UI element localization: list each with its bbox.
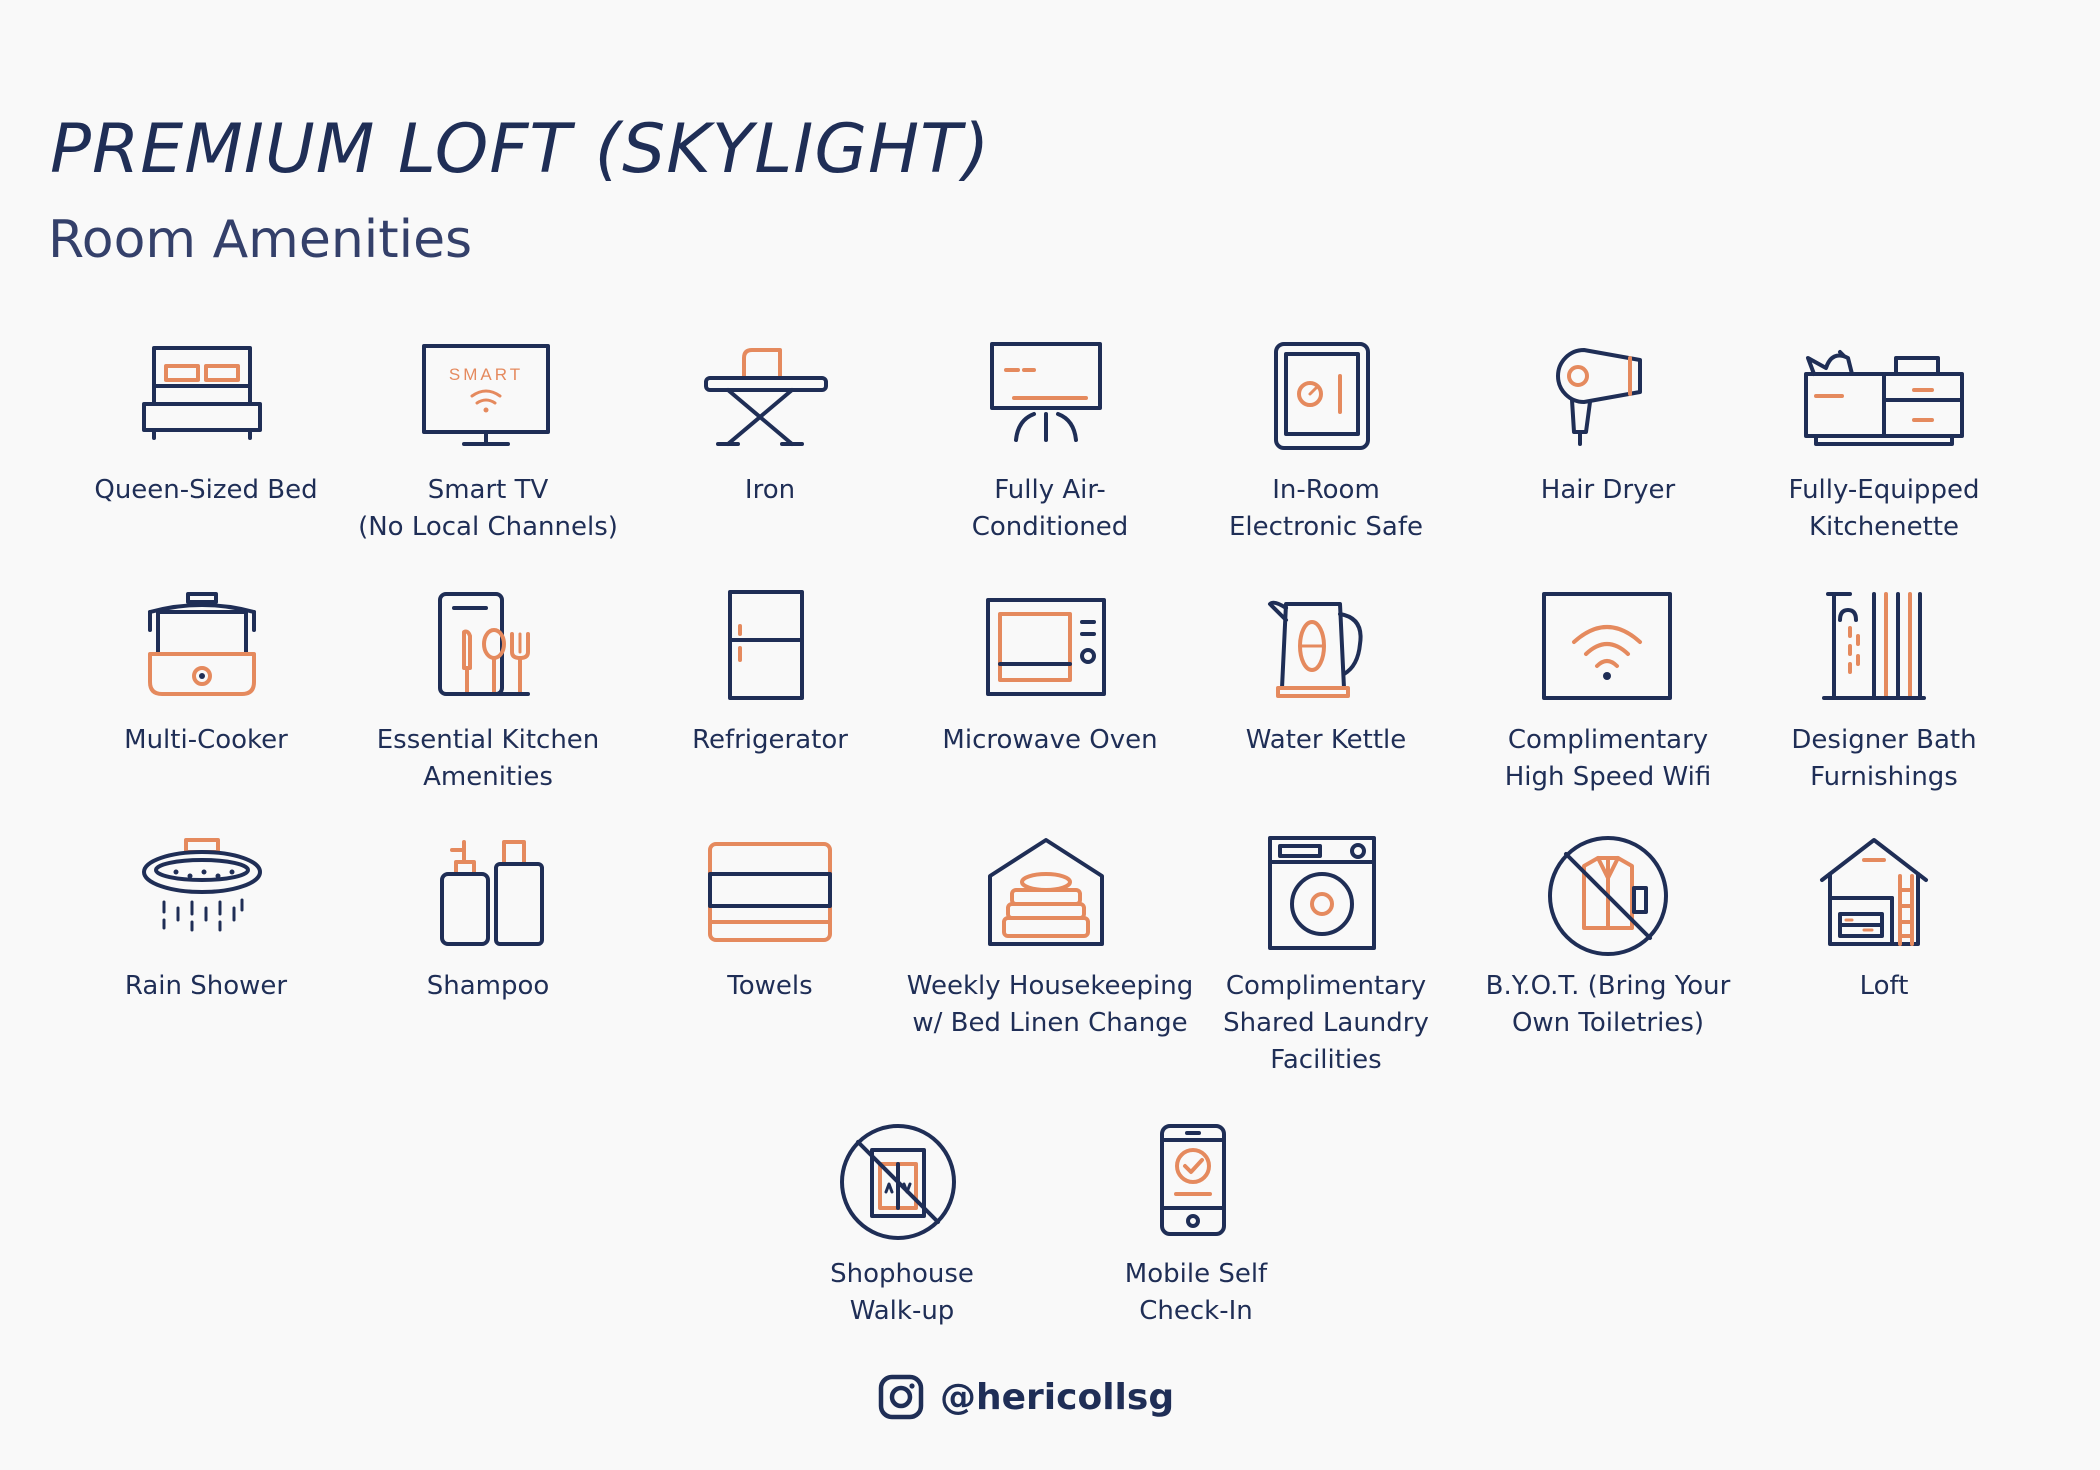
- amenity-bed: Queen-Sized Bed: [56, 340, 356, 509]
- multi-cooker-icon: [148, 592, 256, 696]
- amenity-label: In-Room Electronic Safe: [1228, 475, 1423, 542]
- amenity-label: Shampoo: [426, 971, 550, 1001]
- amenity-kitchen-utensils: Essential Kitchen Amenities: [338, 590, 638, 796]
- no-toiletries-icon: [1548, 836, 1668, 956]
- amenity-label: Mobile Self Check-In: [1124, 1259, 1268, 1326]
- shampoo-icon: [440, 840, 544, 946]
- amenity-label: Complimentary High Speed Wifi: [1504, 725, 1712, 792]
- amenity-iron: Iron: [620, 340, 920, 509]
- amenity-kitchenette: Fully-Equipped Kitchenette: [1734, 340, 2034, 546]
- amenity-label: Microwave Oven: [942, 725, 1158, 755]
- safe-icon: [1274, 342, 1370, 450]
- page-subtitle: Room Amenities: [48, 210, 473, 270]
- amenity-label: Designer Bath Furnishings: [1791, 725, 1977, 792]
- kitchenette-icon: [1804, 350, 1964, 446]
- amenity-no-toiletries: B.Y.O.T. (Bring Your Own Toiletries): [1458, 836, 1758, 1042]
- amenity-label: Shophouse Walk-up: [830, 1259, 974, 1326]
- page-title: PREMIUM LOFT (SKYLIGHT): [50, 110, 991, 189]
- amenity-smart-tv: SMART Smart TV (No Local Channels): [338, 340, 638, 546]
- kitchen-utensils-icon: [438, 592, 530, 696]
- amenity-label: Weekly Housekeeping w/ Bed Linen Change: [906, 971, 1194, 1038]
- amenity-refrigerator: Refrigerator: [620, 590, 920, 759]
- washing-machine-icon: [1268, 836, 1376, 950]
- amenity-towels: Towels: [620, 836, 920, 1005]
- amenity-wifi: Complimentary High Speed Wifi: [1458, 590, 1758, 796]
- amenity-multi-cooker: Multi-Cooker: [56, 590, 356, 759]
- amenity-label: Multi-Cooker: [124, 725, 288, 755]
- microwave-icon: [986, 598, 1106, 696]
- amenity-shower-bath: Designer Bath Furnishings: [1734, 590, 2034, 796]
- amenity-label: Smart TV (No Local Channels): [358, 475, 618, 542]
- amenity-label: Refrigerator: [692, 725, 848, 755]
- bed-icon: [142, 346, 262, 440]
- amenity-label: B.Y.O.T. (Bring Your Own Toiletries): [1485, 971, 1731, 1038]
- amenity-label: Fully-Equipped Kitchenette: [1788, 475, 1980, 542]
- amenity-rain-shower: Rain Shower: [56, 836, 356, 1005]
- amenity-label: Queen-Sized Bed: [94, 475, 318, 505]
- hair-dryer-icon: [1556, 348, 1642, 446]
- refrigerator-icon: [728, 590, 804, 700]
- no-elevator-icon: [840, 1124, 956, 1240]
- instagram-icon: [878, 1374, 924, 1420]
- amenity-housekeeping: Weekly Housekeeping w/ Bed Linen Change: [900, 836, 1200, 1042]
- loft-icon: [1820, 838, 1928, 946]
- amenity-label: Essential Kitchen Amenities: [376, 725, 600, 792]
- amenity-no-elevator: Shophouse Walk-up: [752, 1124, 1052, 1330]
- amenity-label: Fully Air- Conditioned: [971, 475, 1129, 542]
- amenity-label: Loft: [1859, 971, 1909, 1001]
- amenity-label: Iron: [744, 475, 796, 505]
- amenity-label: Towels: [727, 971, 813, 1001]
- amenity-mobile-check-in: Mobile Self Check-In: [1046, 1124, 1346, 1330]
- amenity-hair-dryer: Hair Dryer: [1458, 340, 1758, 509]
- svg-text:SMART: SMART: [449, 365, 523, 384]
- amenity-label: Hair Dryer: [1540, 475, 1676, 505]
- mobile-check-in-icon: [1160, 1124, 1226, 1236]
- iron-icon: [704, 348, 828, 446]
- amenity-label: Rain Shower: [124, 971, 288, 1001]
- amenity-safe: In-Room Electronic Safe: [1176, 340, 1476, 546]
- instagram-handle[interactable]: @hericollsg: [878, 1374, 1174, 1420]
- wifi-icon: [1542, 592, 1672, 700]
- shower-bath-icon: [1822, 592, 1926, 700]
- amenity-microwave: Microwave Oven: [900, 590, 1200, 759]
- amenity-label: Complimentary Shared Laundry Facilities: [1223, 971, 1429, 1075]
- amenity-shampoo: Shampoo: [338, 836, 638, 1005]
- amenity-kettle: Water Kettle: [1176, 590, 1476, 759]
- amenity-air-conditioner: Fully Air- Conditioned: [900, 340, 1200, 546]
- instagram-handle-text: @hericollsg: [940, 1376, 1175, 1418]
- amenity-loft: Loft: [1734, 836, 2034, 1005]
- rain-shower-icon: [142, 838, 262, 932]
- housekeeping-icon: [988, 838, 1104, 946]
- amenity-washing-machine: Complimentary Shared Laundry Facilities: [1176, 836, 1476, 1079]
- air-conditioner-icon: [990, 342, 1102, 442]
- kettle-icon: [1268, 600, 1363, 698]
- smart-tv-icon: SMART: [422, 344, 550, 446]
- towels-icon: [708, 842, 832, 942]
- amenity-label: Water Kettle: [1245, 725, 1407, 755]
